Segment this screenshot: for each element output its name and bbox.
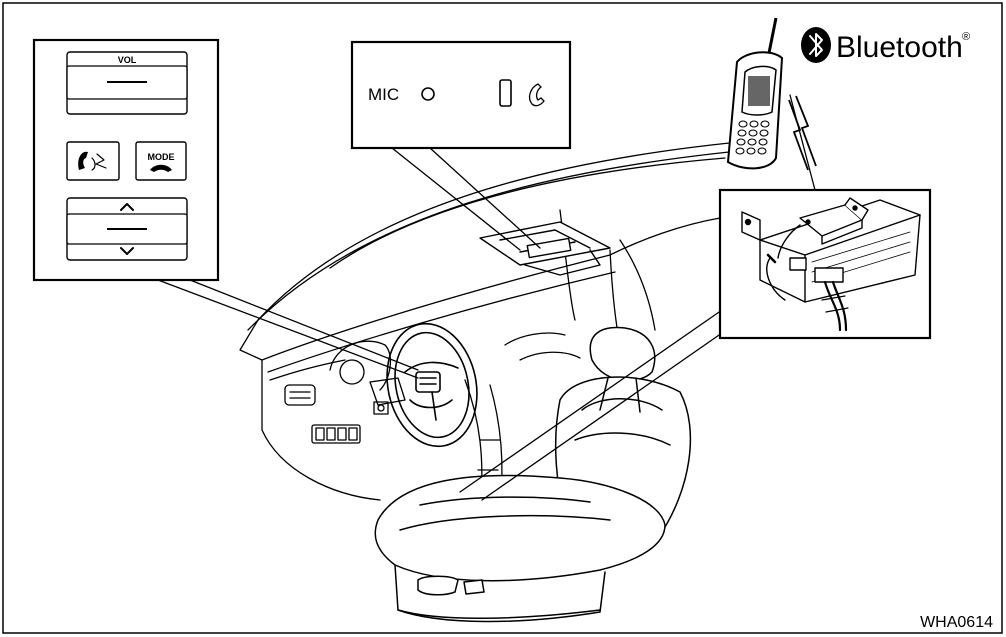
overhead-console-box [350, 40, 572, 150]
overhead-console-callout: MIC [350, 40, 572, 150]
phone-keypad [735, 120, 770, 155]
vol-rocker: VOL [66, 51, 188, 115]
mic-label: MIC [368, 85, 399, 104]
updown-rocker [66, 197, 188, 261]
drivers-seat [374, 326, 692, 623]
steering-wheel [386, 322, 478, 448]
bluetooth-logo: Bluetooth ® [801, 27, 970, 64]
circle-icon [421, 87, 435, 101]
callout-leaders [157, 94, 816, 501]
registered-mark: ® [962, 31, 970, 43]
steering-switch-callout: VOL MODE [32, 38, 220, 282]
mode-button: MODE [135, 141, 187, 181]
chevron-up-icon [120, 203, 134, 211]
phone-antenna [766, 17, 778, 59]
overhead-console-unit [479, 221, 611, 276]
vol-label: VOL [118, 55, 137, 65]
talk-voice-icon [78, 151, 107, 171]
vehicle-interior [239, 139, 771, 511]
cellular-phone [726, 17, 817, 171]
bluetooth-brand: Bluetooth [836, 31, 963, 64]
chevron-down-icon [120, 247, 134, 255]
figure-id: WHA0614 [920, 614, 993, 631]
phone-hangup-icon [150, 164, 172, 172]
wireless-signal-icon [788, 99, 809, 171]
control-unit-callout [718, 188, 932, 340]
mode-label: MODE [148, 152, 175, 162]
phone-handset-icon [528, 83, 545, 107]
rectangle-button-icon [499, 79, 512, 107]
talk-button [66, 141, 120, 181]
